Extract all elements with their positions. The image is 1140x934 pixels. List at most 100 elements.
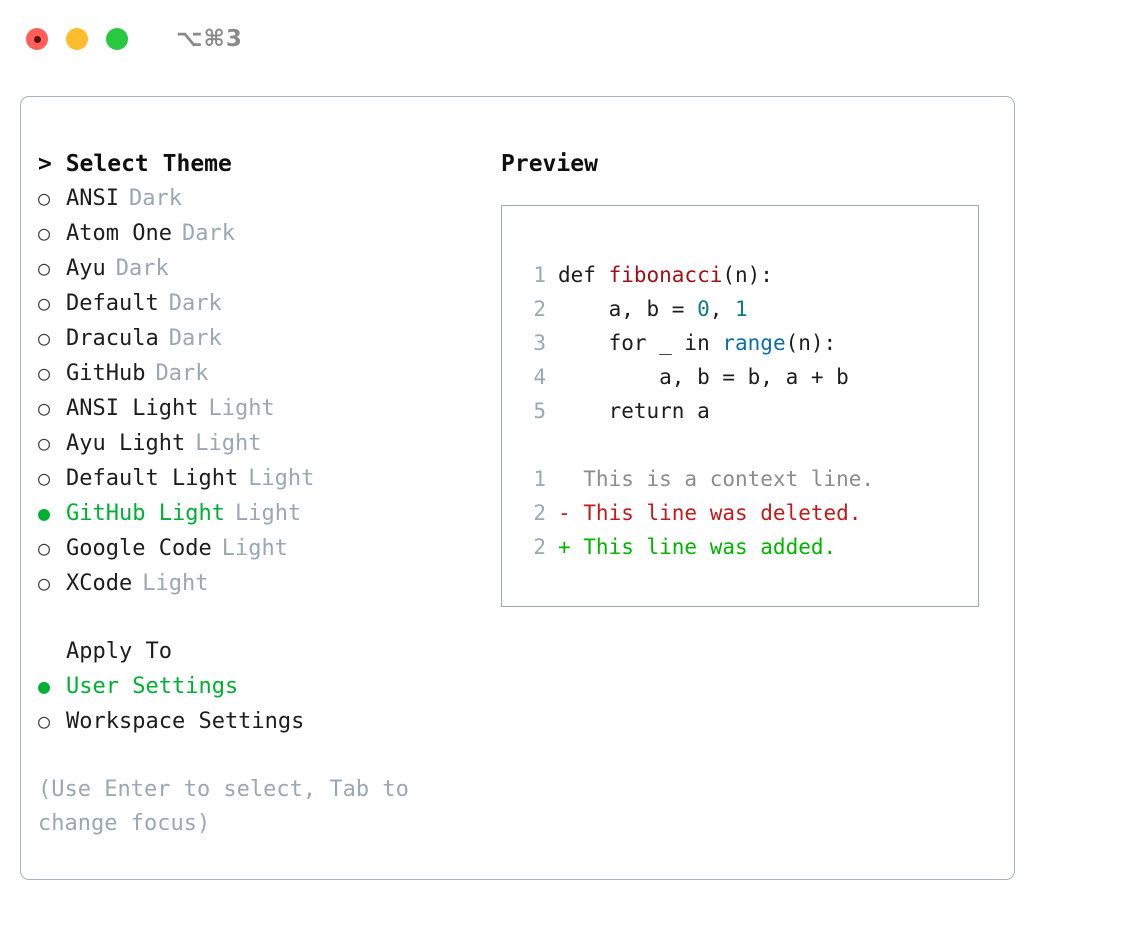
theme-option-label: ANSI xyxy=(66,186,119,211)
radio-unselected-icon: ○ xyxy=(38,221,51,245)
code-line-number: 3 xyxy=(533,331,546,355)
radio-unselected-icon: ○ xyxy=(38,396,51,420)
code-token-plain: (n): xyxy=(722,263,773,287)
code-line-text: def fibonacci(n): xyxy=(558,258,773,292)
apply-to-option-workspace-settings[interactable]: ○ Workspace Settings xyxy=(38,704,488,739)
theme-category-tag: Light xyxy=(195,431,262,456)
code-line-number: 4 xyxy=(533,365,546,389)
apply-to-option-label: Workspace Settings xyxy=(66,709,305,734)
apply-to-section: Apply To ● User Settings ○ Workspace Settin… xyxy=(38,635,488,739)
diff-line-text: + This line was added. xyxy=(558,535,837,559)
code-token-plain: for _ in xyxy=(558,331,723,355)
theme-option-xcode[interactable]: ○ XCode Light xyxy=(38,566,488,601)
code-line-number: 5 xyxy=(533,399,546,423)
radio-unselected-icon: ○ xyxy=(38,466,51,490)
radio-unselected-icon: ○ xyxy=(38,361,51,385)
code-token-num: 1 xyxy=(735,297,748,321)
theme-option-label: GitHub xyxy=(66,361,146,386)
theme-category-tag: Light xyxy=(234,501,302,526)
radio-unselected-icon: ○ xyxy=(38,186,51,210)
theme-category-tag: Light xyxy=(248,466,315,491)
code-line-number: 2 xyxy=(533,297,546,321)
apply-to-title: Apply To xyxy=(66,639,172,664)
theme-category-tag: Dark xyxy=(181,221,235,246)
diff-line-text: - This line was deleted. xyxy=(558,501,862,525)
radio-unselected-icon: ○ xyxy=(38,536,51,560)
diff-line-context: 1 This is a context line. xyxy=(520,462,978,496)
maximize-window-icon[interactable] xyxy=(106,28,128,50)
code-token-plain: a, b = b, a + b xyxy=(558,365,849,389)
radio-unselected-icon: ○ xyxy=(38,256,51,280)
theme-option-default[interactable]: ○ Default Dark xyxy=(38,286,488,321)
code-line-text: a, b = 0, 1 xyxy=(558,292,748,326)
theme-option-label: XCode xyxy=(66,571,133,596)
radio-unselected-icon: ○ xyxy=(38,326,51,350)
close-window-icon[interactable] xyxy=(26,28,48,50)
diff-sample-block: 1 This is a context line. 2 - This line wa… xyxy=(520,462,978,564)
theme-option-label: Ayu Light xyxy=(66,431,186,456)
preview-title: Preview xyxy=(501,151,598,177)
theme-option-google-code[interactable]: ○ Google Code Light xyxy=(38,531,488,566)
minimize-window-icon[interactable] xyxy=(66,28,88,50)
close-dot-inner xyxy=(33,35,41,43)
radio-selected-icon: ● xyxy=(38,674,51,698)
radio-unselected-icon: ○ xyxy=(38,431,51,455)
code-token-plain: , xyxy=(709,297,736,321)
theme-category-tag: Dark xyxy=(115,256,169,281)
keyboard-hint-text: (Use Enter to select, Tab to change focu… xyxy=(38,777,409,836)
theme-category-tag: Dark xyxy=(168,291,222,316)
diff-line-add: 2 + This line was added. xyxy=(520,530,978,564)
theme-option-ansi-light[interactable]: ○ ANSI Light Light xyxy=(38,391,488,426)
window-titlebar: ⌥⌘3 xyxy=(0,0,1140,78)
code-line-text: for _ in range(n): xyxy=(558,326,837,360)
apply-to-option-user-settings[interactable]: ● User Settings xyxy=(38,669,488,704)
theme-category-tag: Dark xyxy=(128,186,182,211)
theme-option-github[interactable]: ○ GitHub Dark xyxy=(38,356,488,391)
theme-option-label: Default Light xyxy=(66,466,239,491)
theme-option-dracula[interactable]: ○ Dracula Dark xyxy=(38,321,488,356)
code-token-plain: (n): xyxy=(785,331,837,355)
theme-category-tag: Light xyxy=(208,396,275,421)
code-line: 2 a, b = 0, 1 xyxy=(520,292,978,326)
theme-option-default-light[interactable]: ○ Default Light Light xyxy=(38,461,488,496)
code-line-text: return a xyxy=(558,394,710,428)
theme-option-ayu-light[interactable]: ○ Ayu Light Light xyxy=(38,426,488,461)
code-token-plain: def xyxy=(558,263,609,287)
theme-option-label: Ayu xyxy=(66,256,106,281)
code-token-plain: a, b = xyxy=(558,297,698,321)
diff-line-number: 2 xyxy=(533,535,546,559)
traffic-light-buttons xyxy=(26,28,128,50)
select-theme-header: > Select Theme xyxy=(38,151,232,177)
theme-category-tag: Light xyxy=(221,536,288,561)
diff-line-number: 1 xyxy=(533,467,546,491)
theme-option-label: Default xyxy=(66,291,159,316)
theme-option-label: ANSI Light xyxy=(66,396,199,421)
code-token-builtin: range xyxy=(722,331,786,355)
diff-line-del: 2 - This line was deleted. xyxy=(520,496,978,530)
radio-unselected-icon: ○ xyxy=(38,291,51,315)
theme-category-tag: Light xyxy=(142,571,209,596)
diff-line-number: 2 xyxy=(533,501,546,525)
theme-option-label: Atom One xyxy=(66,221,172,246)
theme-category-tag: Dark xyxy=(168,326,222,351)
radio-unselected-icon: ○ xyxy=(38,709,51,733)
theme-option-ayu[interactable]: ○ Ayu Dark xyxy=(38,251,488,286)
theme-category-tag: Dark xyxy=(155,361,209,386)
theme-option-ansi[interactable]: ○ ANSI Dark xyxy=(38,181,488,216)
theme-option-label: Dracula xyxy=(66,326,159,351)
theme-option-atom-one[interactable]: ○ Atom One Dark xyxy=(38,216,488,251)
code-line: 4 a, b = b, a + b xyxy=(520,360,978,394)
code-token-plain: return a xyxy=(558,399,710,423)
apply-to-option-label: User Settings xyxy=(66,674,239,699)
radio-unselected-icon: ○ xyxy=(38,571,51,595)
theme-option-label: Google Code xyxy=(66,536,212,561)
